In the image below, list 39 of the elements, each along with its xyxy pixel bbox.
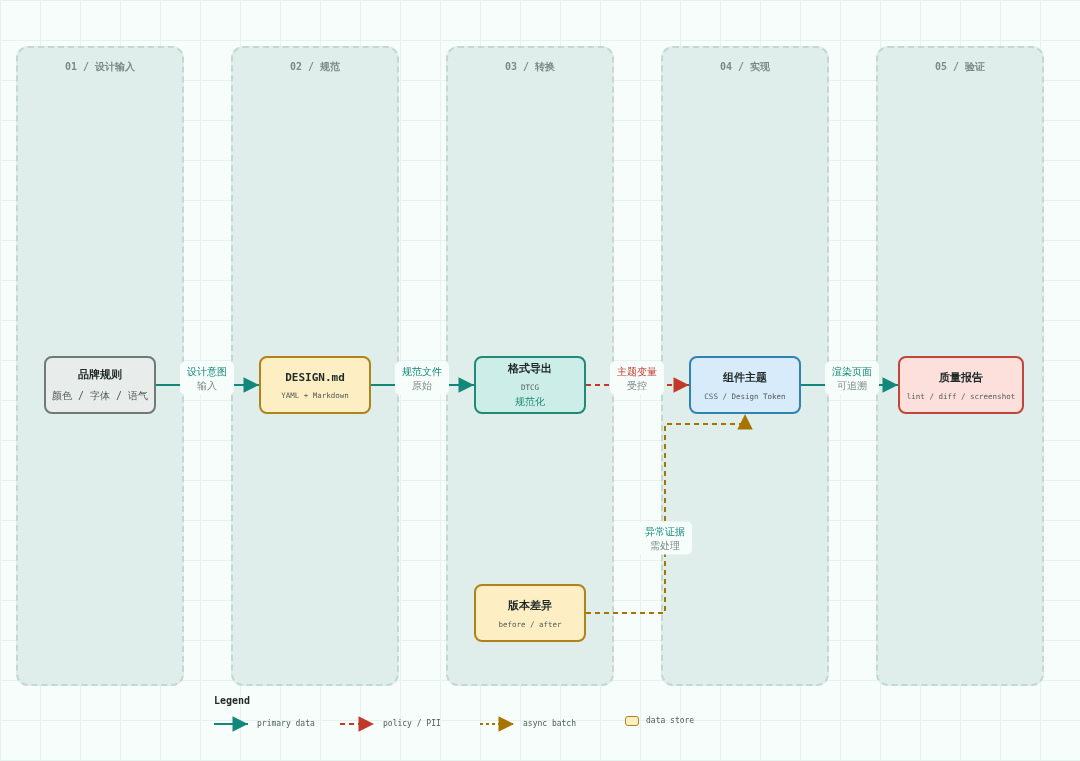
box-subtitle: 颜色 / 字体 / 语气 (51, 389, 149, 403)
edge-note: 受控 (626, 378, 648, 392)
lane-title: 02 / 规范 (288, 60, 342, 74)
box-title: 质量报告 (939, 369, 983, 385)
box-title: 格式导出 (508, 361, 552, 376)
swimlane (16, 46, 184, 686)
legend-text: primary data (257, 719, 315, 728)
process-box (689, 356, 801, 414)
box-title: DESIGN.md (285, 370, 345, 384)
process-box (259, 356, 371, 414)
lane-title: 05 / 验证 (933, 60, 987, 74)
process-box (474, 356, 586, 414)
legend-text: data store (646, 716, 695, 725)
swimlane (446, 46, 614, 686)
edge-label: 设计意图 (187, 364, 227, 378)
edge-label: 规范文件 (402, 364, 442, 378)
process-box (44, 356, 156, 414)
legend-text: policy / PII (383, 719, 441, 728)
edge-note: 可追溯 (836, 378, 868, 392)
swimlane (231, 46, 399, 686)
edge-label: 主题变量 (617, 364, 657, 378)
box-title: 组件主题 (723, 369, 767, 385)
process-box (898, 356, 1024, 414)
legend-title: Legend (214, 695, 251, 706)
lane-title: 03 / 转换 (503, 60, 557, 74)
edge-note: 需处理 (649, 538, 681, 552)
edge-note: 输入 (196, 378, 218, 392)
box-note: 规范化 (515, 395, 545, 409)
swimlane (876, 46, 1044, 686)
edge-label: 异常证据 (645, 524, 685, 538)
edge-label: 渲染页面 (832, 364, 872, 378)
box-title: 品牌规则 (78, 367, 122, 382)
process-box (474, 584, 586, 642)
edge-note: 原始 (411, 378, 433, 392)
lane-title: 01 / 设计输入 (63, 60, 137, 74)
box-title: 版本差异 (508, 597, 552, 613)
lane-title: 04 / 实现 (718, 60, 772, 74)
arrow (585, 413, 753, 614)
legend-text: async batch (523, 719, 576, 728)
